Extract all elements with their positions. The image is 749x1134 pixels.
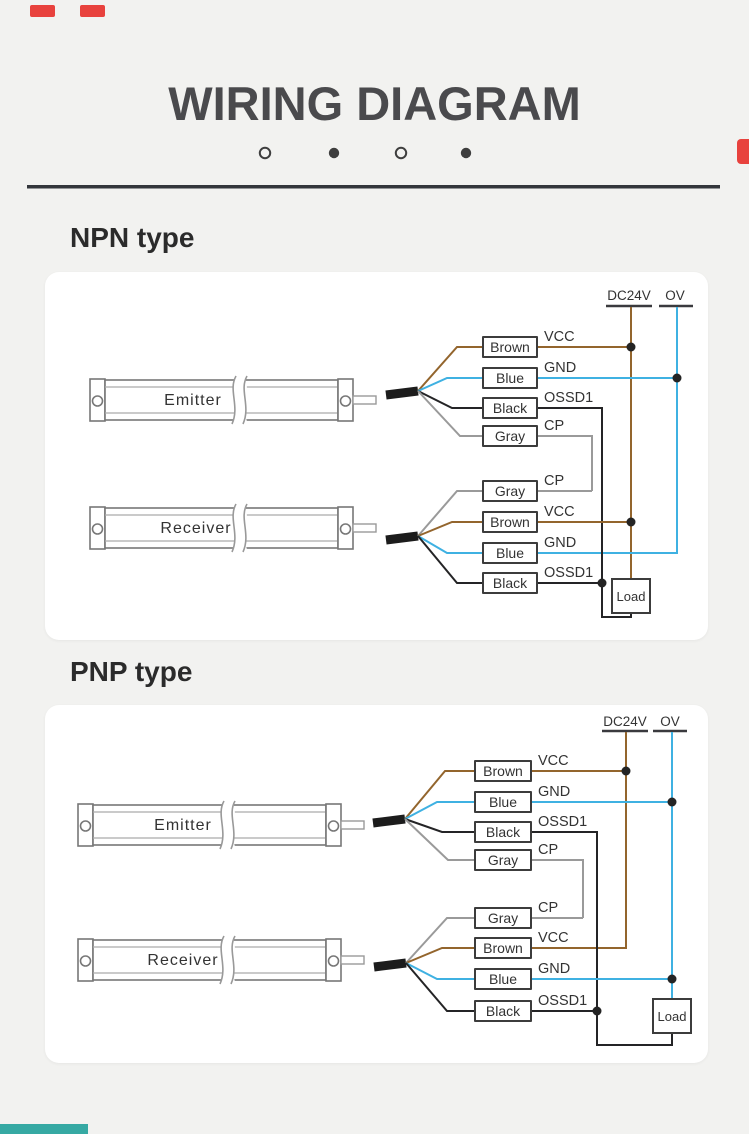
npn-emitter-wire-box-brown: Brown xyxy=(482,336,538,358)
npn-receiver-wire-box-black: Black xyxy=(482,572,538,594)
carousel-dots xyxy=(258,146,472,160)
pnp-emitter-wire-box-black: Black xyxy=(474,821,532,843)
pnp-emitter-signal-ossd1: OSSD1 xyxy=(538,814,588,830)
pnp-receiver-signal-ossd1: OSSD1 xyxy=(538,993,588,1009)
pnp-emitter-label: Emitter xyxy=(154,817,212,834)
carousel-dot-2 xyxy=(328,147,340,159)
npn-emitter-wire-box-gray: Gray xyxy=(482,425,538,447)
section-heading-npn: NPN type xyxy=(70,222,195,253)
pnp-receiver-wire-box-gray: Gray xyxy=(474,907,532,929)
pnp-emitter-signal-cp: CP xyxy=(538,842,559,858)
npn-emitter-signal-gnd: GND xyxy=(544,360,577,376)
pnp-receiver-wire-box-brown: Brown xyxy=(474,937,532,959)
npn-emitter-wire-box-blue: Blue xyxy=(482,367,538,389)
pnp-emitter-signal-vcc: VCC xyxy=(538,753,569,769)
decor-red-bar-1 xyxy=(30,5,55,17)
pnp-receiver-wire-box-black: Black xyxy=(474,1000,532,1022)
pnp-zero-rail-label: OV xyxy=(660,714,680,729)
npn-receiver-signal-gnd: GND xyxy=(544,535,577,551)
pnp-emitter-wire-box-gray: Gray xyxy=(474,849,532,871)
decor-teal-bar xyxy=(0,1124,88,1134)
pnp-emitter-signal-gnd: GND xyxy=(538,784,571,800)
npn-emitter-signal-vcc: VCC xyxy=(544,329,575,345)
pnp-receiver-wire-box-blue: Blue xyxy=(474,968,532,990)
carousel-dot-3 xyxy=(394,146,408,160)
npn-receiver-signal-cp: CP xyxy=(544,473,565,489)
npn-load-box: Load xyxy=(611,578,651,614)
pnp-diagram-card xyxy=(45,705,708,1063)
page-title: WIRING DIAGRAM xyxy=(168,77,581,130)
npn-receiver-wire-box-gray: Gray xyxy=(482,480,538,502)
npn-zero-rail-label: OV xyxy=(665,288,685,303)
pnp-receiver-label: Receiver xyxy=(147,952,219,969)
npn-emitter-label: Emitter xyxy=(164,392,222,409)
npn-emitter-wire-box-black: Black xyxy=(482,397,538,419)
pnp-load-box: Load xyxy=(652,998,692,1034)
carousel-dot-1 xyxy=(258,146,272,160)
npn-power-rail-label: DC24V xyxy=(607,288,651,303)
header-divider xyxy=(27,185,720,189)
pnp-receiver-signal-cp: CP xyxy=(538,900,559,916)
decor-red-tab xyxy=(737,139,749,164)
decor-red-bar-2 xyxy=(80,5,105,17)
npn-emitter-signal-ossd1: OSSD1 xyxy=(544,390,594,406)
pnp-power-rail-label: DC24V xyxy=(603,714,647,729)
npn-receiver-label: Receiver xyxy=(160,520,232,537)
npn-receiver-signal-vcc: VCC xyxy=(544,504,575,520)
pnp-receiver-signal-gnd: GND xyxy=(538,961,571,977)
npn-receiver-signal-ossd1: OSSD1 xyxy=(544,565,594,581)
section-heading-pnp: PNP type xyxy=(70,656,193,687)
npn-diagram-card xyxy=(45,272,708,640)
npn-emitter-signal-cp: CP xyxy=(544,418,565,434)
carousel-dot-4 xyxy=(460,147,472,159)
pnp-receiver-signal-vcc: VCC xyxy=(538,930,569,946)
npn-receiver-wire-box-blue: Blue xyxy=(482,542,538,564)
pnp-emitter-wire-box-blue: Blue xyxy=(474,791,532,813)
pnp-emitter-wire-box-brown: Brown xyxy=(474,760,532,782)
npn-receiver-wire-box-brown: Brown xyxy=(482,511,538,533)
